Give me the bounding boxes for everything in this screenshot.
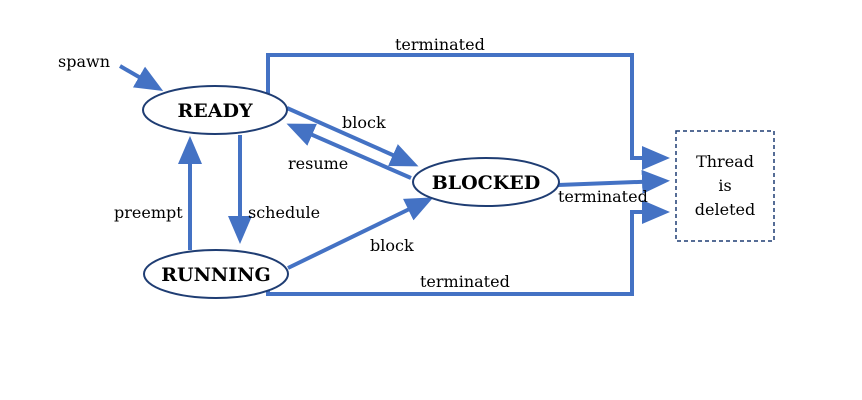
node-ready: READY <box>142 85 288 135</box>
label-blocked-to-ready: resume <box>288 154 348 173</box>
terminal-state: Thread is deleted <box>675 130 775 242</box>
terminal-state-box <box>675 130 775 242</box>
terminal-line-2: is <box>718 176 731 195</box>
label-running-to-blocked: block <box>370 236 414 255</box>
spawn-arrow <box>118 64 164 92</box>
label-running-terminated: terminated <box>420 272 510 291</box>
node-running-shape <box>143 249 289 299</box>
label-ready-to-blocked: block <box>342 113 386 132</box>
node-ready-label: READY <box>177 100 252 122</box>
running-terminated-arrow <box>266 200 670 296</box>
label-ready-terminated: terminated <box>395 35 485 54</box>
ready-terminated-arrow <box>266 53 670 170</box>
node-blocked: BLOCKED <box>412 157 560 207</box>
node-blocked-label: BLOCKED <box>432 172 541 194</box>
node-running: RUNNING <box>143 249 289 299</box>
ready-to-blocked-arrow <box>286 106 419 167</box>
terminal-line-1: Thread <box>696 152 754 171</box>
blocked-to-ready-arrow <box>286 123 412 180</box>
node-blocked-shape <box>412 157 560 207</box>
label-ready-to-running: schedule <box>248 203 320 222</box>
node-running-label: RUNNING <box>161 264 271 286</box>
label-running-to-ready: preempt <box>114 203 183 222</box>
running-to-blocked-arrow <box>287 197 434 270</box>
label-blocked-terminated: terminated <box>558 187 648 206</box>
label-spawn: spawn <box>58 52 110 71</box>
blocked-terminated-arrow <box>557 169 670 194</box>
node-ready-shape <box>142 85 288 135</box>
terminal-line-3: deleted <box>695 200 755 219</box>
